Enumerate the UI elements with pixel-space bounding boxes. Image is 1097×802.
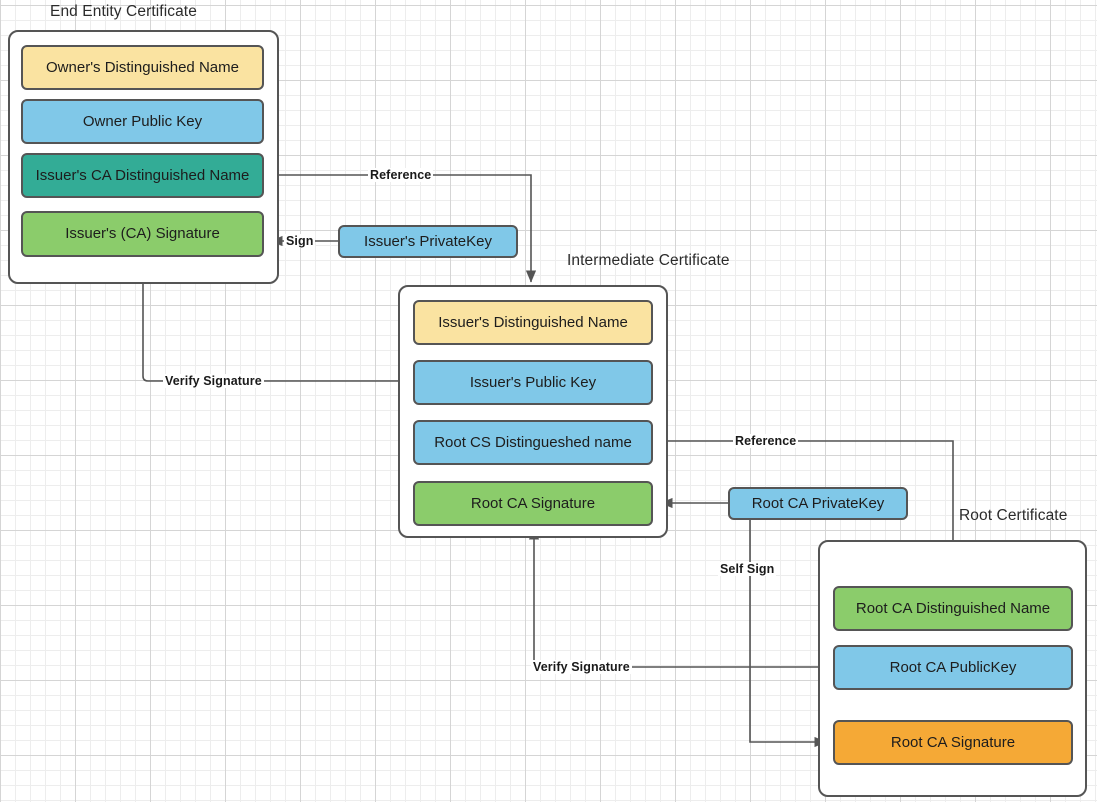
- edge-label-self-sign-root: Self Sign: [718, 562, 777, 576]
- root-field-root-ca-public-key[interactable]: Root CA PublicKey: [833, 645, 1073, 690]
- intermediate-field-root-ca-signature[interactable]: Root CA Signature: [413, 481, 653, 526]
- issuer-private-key-box[interactable]: Issuer's PrivateKey: [338, 225, 518, 258]
- edge-label-verify-signature-intermediate: Verify Signature: [531, 660, 632, 674]
- caption-intermediate-certificate: Intermediate Certificate: [567, 252, 730, 269]
- edge-label-sign-end-entity: Sign: [284, 234, 316, 248]
- root-field-root-ca-signature[interactable]: Root CA Signature: [833, 720, 1073, 765]
- end-entity-field-issuer-ca-distinguished-name[interactable]: Issuer's CA Distinguished Name: [21, 153, 264, 198]
- intermediate-field-issuer-public-key[interactable]: Issuer's Public Key: [413, 360, 653, 405]
- intermediate-field-root-cs-distinguished-name[interactable]: Root CS Distingueshed name: [413, 420, 653, 465]
- edge-verify-signature-intermediate: [528, 527, 832, 668]
- caption-end-entity-certificate: End Entity Certificate: [50, 3, 197, 20]
- root-field-root-ca-distinguished-name[interactable]: Root CA Distinguished Name: [833, 586, 1073, 631]
- edge-label-verify-signature-end-entity: Verify Signature: [163, 374, 264, 388]
- edge-verify-signature-end-entity: [137, 264, 412, 382]
- caption-root-certificate: Root Certificate: [959, 507, 1068, 524]
- intermediate-field-issuer-distinguished-name[interactable]: Issuer's Distinguished Name: [413, 300, 653, 345]
- edge-label-reference-end-entity: Reference: [368, 168, 434, 182]
- edge-reference-end-entity: [264, 174, 537, 283]
- end-entity-field-issuer-ca-signature[interactable]: Issuer's (CA) Signature: [21, 211, 264, 257]
- edge-self-sign-root: [749, 520, 827, 748]
- root-ca-private-key-box[interactable]: Root CA PrivateKey: [728, 487, 908, 520]
- end-entity-field-owner-distinguished-name[interactable]: Owner's Distinguished Name: [21, 45, 264, 90]
- end-entity-field-owner-public-key[interactable]: Owner Public Key: [21, 99, 264, 144]
- edge-label-reference-intermediate: Reference: [733, 434, 799, 448]
